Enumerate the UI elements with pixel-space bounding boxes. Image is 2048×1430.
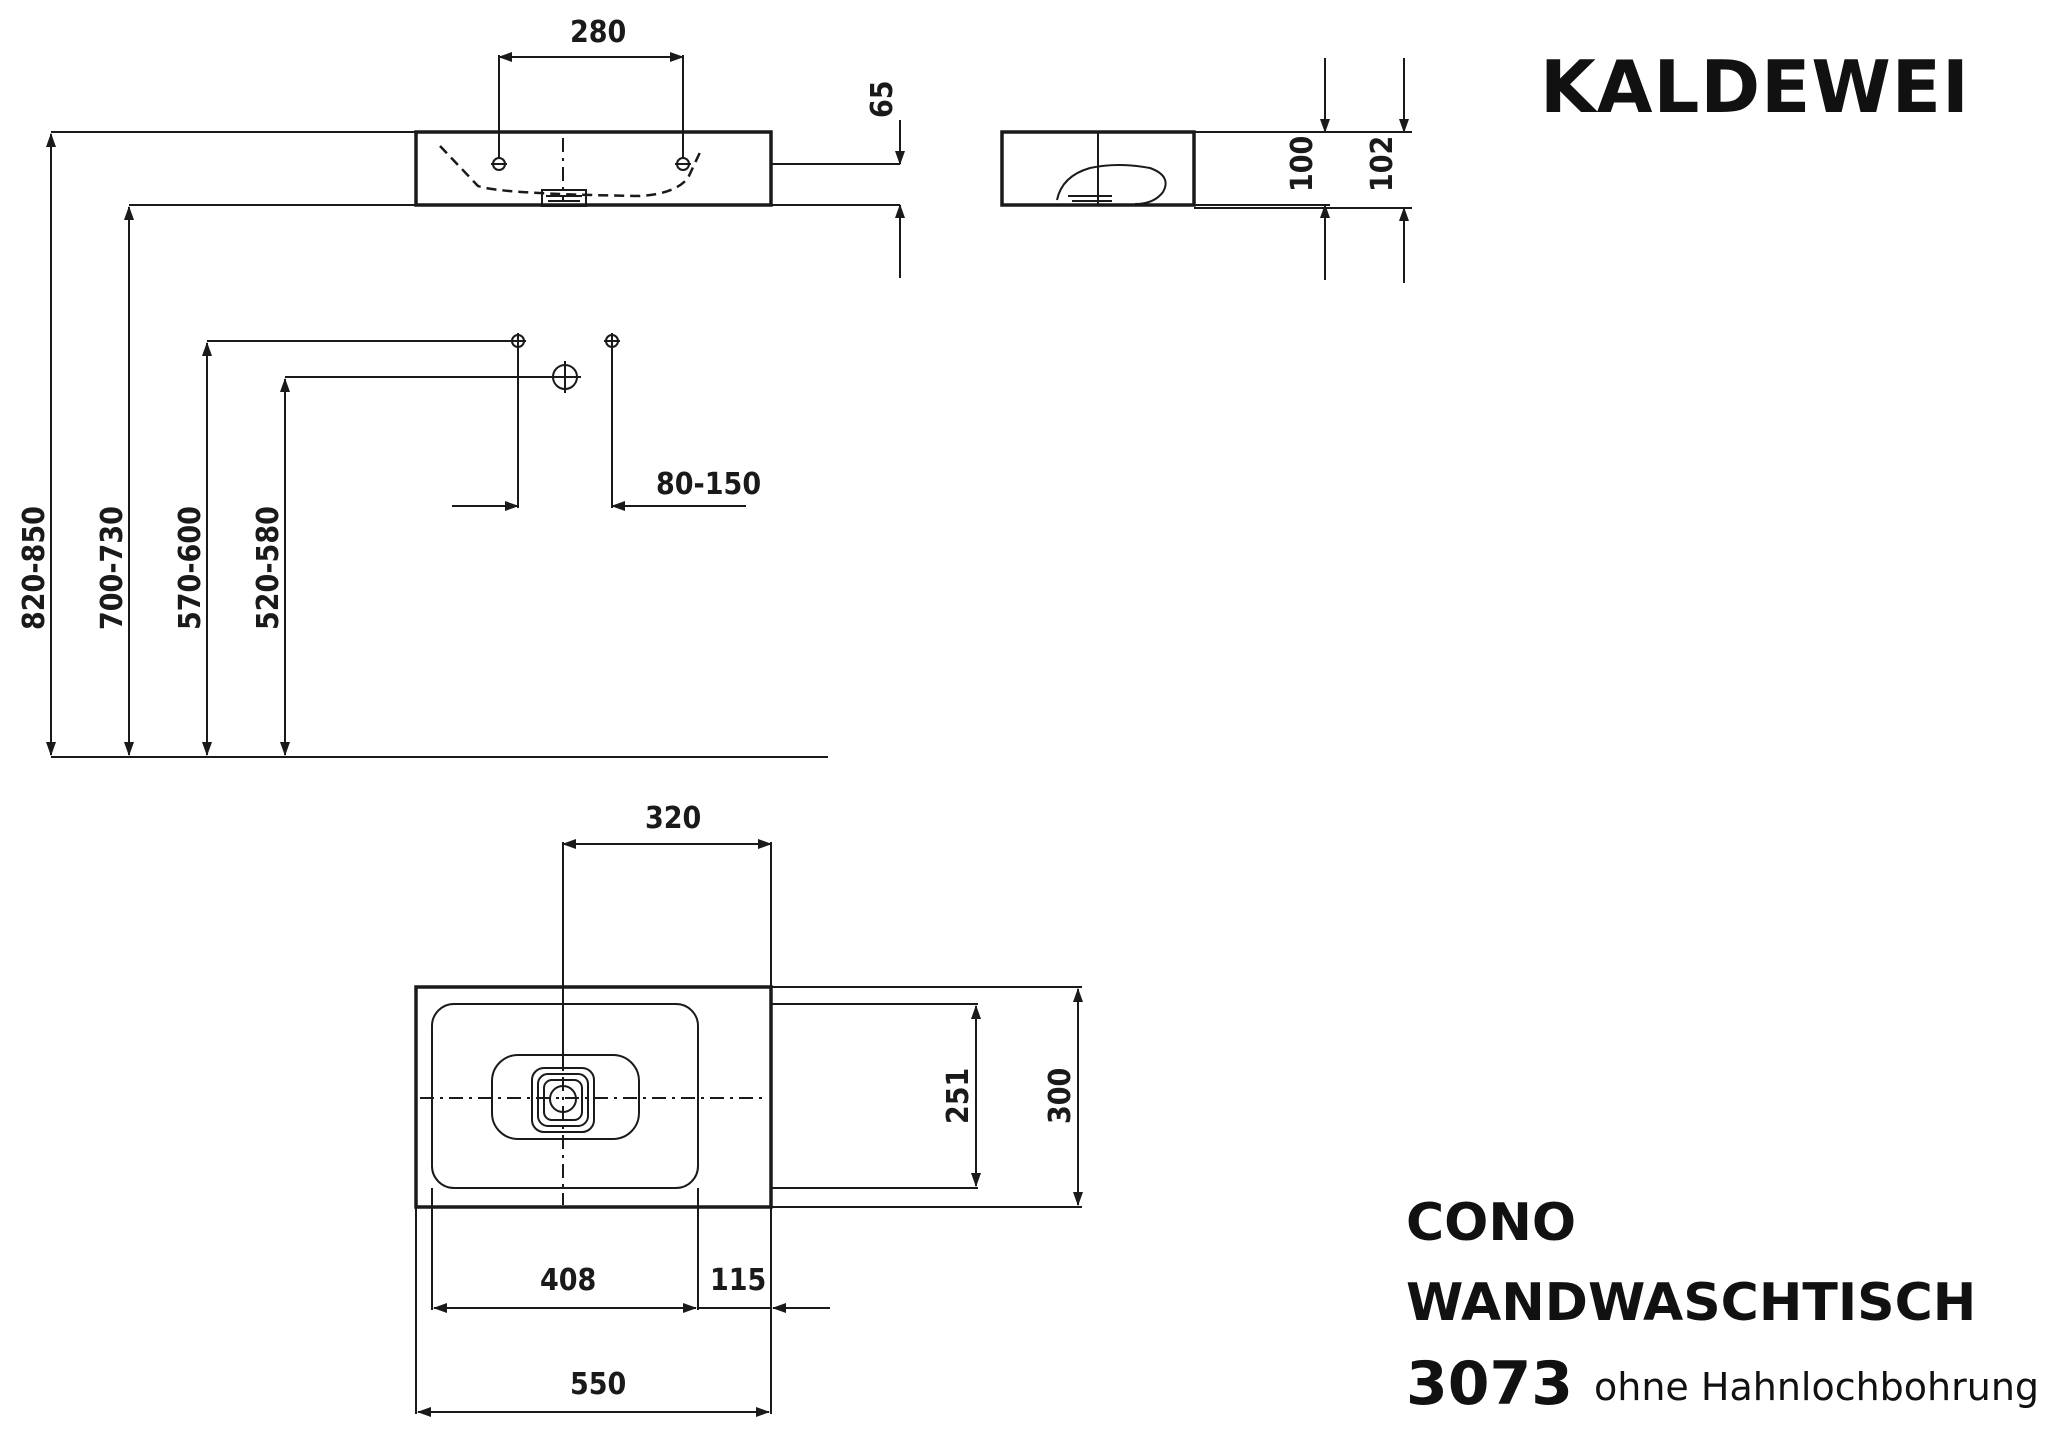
side-bowl-profile xyxy=(1056,164,1167,205)
bowl-hidden-line xyxy=(439,145,704,198)
dim-label-65: 65 xyxy=(865,80,900,118)
dim-label-102: 102 xyxy=(1365,136,1400,192)
bowl-plan-outline xyxy=(431,1003,699,1189)
dim-label-280: 280 xyxy=(570,15,626,50)
dim-label-550: 550 xyxy=(570,1367,626,1402)
product-series: CONO xyxy=(1406,1193,1576,1253)
dim-label-408: 408 xyxy=(540,1263,596,1298)
title-block: CONO WANDWASCHTISCH 3073 ohne Hahnlochbo… xyxy=(1406,1193,2039,1419)
dim-label-570-600: 570-600 xyxy=(173,506,208,630)
drain-fitting xyxy=(541,189,587,207)
dim-label-520-580: 520-580 xyxy=(251,506,286,630)
front-elevation-view: 280 65 820-850 700-730 570-600 520-580 xyxy=(17,15,905,758)
product-model: 3073 xyxy=(1406,1349,1573,1419)
dim-label-80-150: 80-150 xyxy=(656,467,761,502)
basin-plan-outline xyxy=(414,985,773,1209)
dim-label-320: 320 xyxy=(645,801,701,836)
dim-label-100: 100 xyxy=(1285,136,1320,192)
product-type: WANDWASCHTISCH xyxy=(1406,1273,1976,1333)
dim-label-700-730: 700-730 xyxy=(95,506,130,630)
side-elevation-view: 100 102 xyxy=(1000,58,1412,283)
dim-label-820-850: 820-850 xyxy=(17,506,52,630)
basin-front-outline xyxy=(414,130,773,207)
dim-label-251: 251 xyxy=(941,1068,976,1124)
brand-logo: KALDEWEI xyxy=(1540,45,1970,129)
dim-label-115: 115 xyxy=(710,1263,766,1298)
product-variant: ohne Hahnlochbohrung xyxy=(1594,1365,2039,1409)
plan-view: 320 251 300 408 115 550 xyxy=(414,801,1083,1417)
dim-label-300: 300 xyxy=(1043,1068,1078,1124)
